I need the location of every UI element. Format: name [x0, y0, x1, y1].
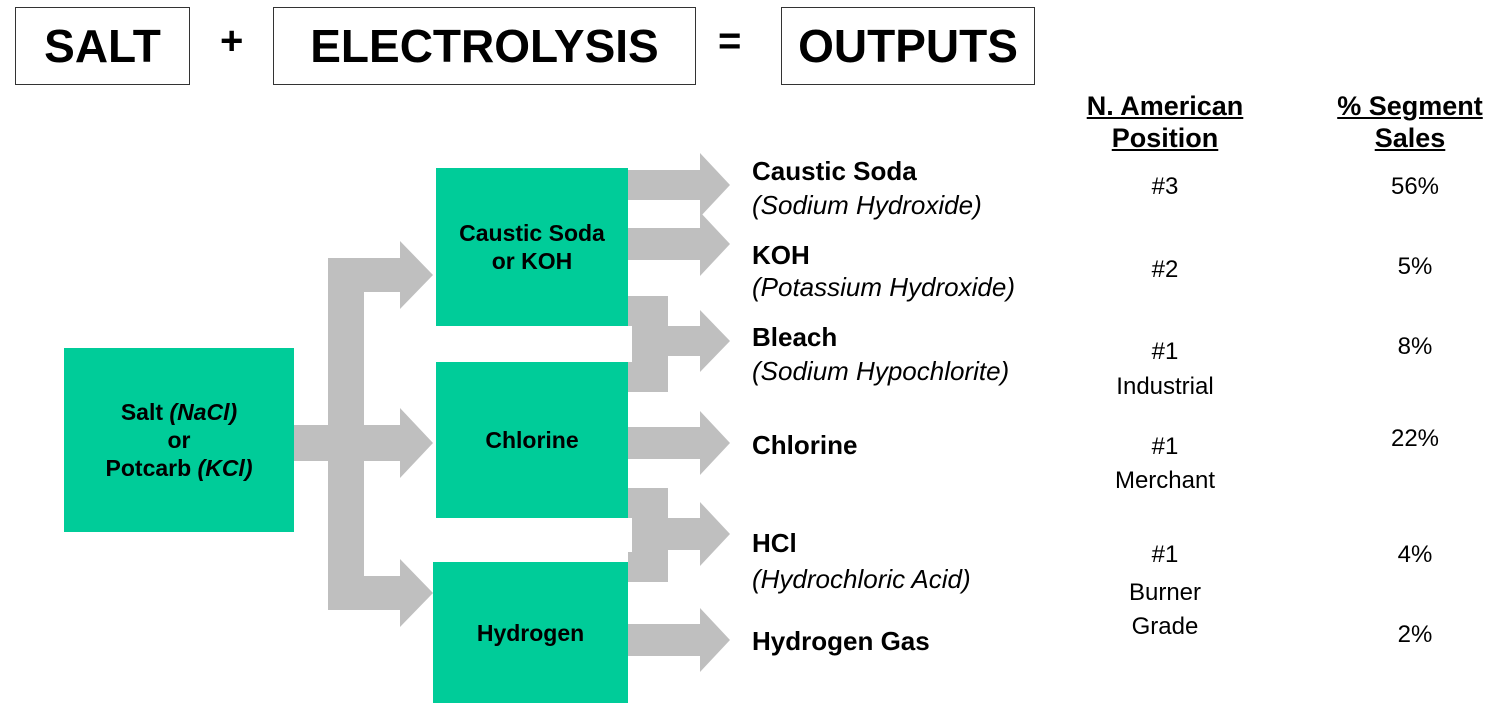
- position-header-line1: N. American: [1086, 91, 1244, 121]
- arrow-salt-trunk: [290, 425, 332, 461]
- segment-column-header: % Segment Sales: [1310, 90, 1510, 154]
- output-name-bleach: Bleach: [752, 322, 838, 352]
- position-column-header: N. American Position: [1065, 90, 1265, 154]
- caustic-box-line2: or KOH: [491, 248, 573, 274]
- equals-sign: =: [718, 19, 742, 63]
- output-name-caustic-soda: Caustic Soda: [752, 156, 917, 186]
- nacl-formula: (NaCl): [169, 399, 238, 425]
- arrow-to-hydrogen: [328, 559, 433, 627]
- segment-hcl: 4%: [1397, 541, 1433, 568]
- salt-header-text: SALT: [44, 20, 161, 72]
- outputs-header-box: OUTPUTS: [781, 7, 1035, 85]
- output-sub-bleach: (Sodium Hypochlorite): [752, 356, 1010, 386]
- arrow-to-caustic: [328, 241, 433, 309]
- plus-sign: +: [220, 19, 244, 63]
- arrow-caustic-to-koh: [628, 212, 730, 276]
- position-bleach-note: Industrial: [1116, 373, 1214, 400]
- electrolysis-header-box: ELECTROLYSIS: [273, 7, 696, 85]
- output-sub-hcl: (Hydrochloric Acid): [752, 564, 971, 594]
- chlorine-box-label: Chlorine: [485, 427, 579, 453]
- salt-input-or: or: [167, 427, 191, 453]
- segment-koh: 5%: [1397, 253, 1433, 280]
- position-bleach-rank: #1: [1151, 338, 1179, 365]
- position-hcl-note1: Burner: [1128, 579, 1202, 606]
- arrow-branch-vertical: [328, 270, 364, 610]
- position-hcl-note2: Grade: [1131, 613, 1199, 640]
- salt-input-line1: Salt (NaCl): [106, 398, 253, 426]
- salt-input-line3: Potcarb (KCl): [106, 454, 253, 482]
- outputs-header-text: OUTPUTS: [798, 20, 1018, 72]
- output-sub-caustic-soda: (Sodium Hydroxide): [752, 190, 982, 220]
- position-hcl-rank: #1: [1151, 541, 1179, 568]
- chlorine-box: Chlorine: [436, 362, 628, 518]
- output-name-hydrogen-gas: Hydrogen Gas: [752, 626, 930, 656]
- position-chlorine-rank: #1: [1151, 433, 1179, 460]
- arrow-hcl-elbow-bottom: [628, 552, 668, 582]
- segment-chlorine: 22%: [1390, 425, 1440, 452]
- hydrogen-box-label: Hydrogen: [476, 619, 585, 646]
- position-chlorine-note: Merchant: [1114, 467, 1216, 494]
- kcl-formula: (KCl): [197, 455, 253, 481]
- potcarb-label: Potcarb: [105, 455, 192, 481]
- arrow-bleach-elbow-bottom: [628, 362, 668, 392]
- segment-bleach: 8%: [1397, 333, 1433, 360]
- arrow-to-chlorine: [364, 408, 433, 478]
- arrow-to-hcl: [668, 502, 730, 566]
- position-caustic-soda: #3: [1151, 173, 1179, 200]
- output-name-hcl: HCl: [752, 528, 797, 558]
- position-header-line2: Position: [1111, 123, 1219, 153]
- output-name-chlorine: Chlorine: [752, 430, 858, 460]
- segment-hydrogen-gas: 2%: [1397, 621, 1433, 648]
- arrow-chlorine-to-chlorine: [628, 411, 730, 475]
- position-koh: #2: [1151, 256, 1179, 283]
- hydrogen-box: Hydrogen: [433, 562, 628, 703]
- segment-header-line2: Sales: [1374, 123, 1446, 153]
- arrow-to-bleach: [668, 310, 730, 372]
- output-name-koh: KOH: [752, 240, 810, 270]
- arrow-caustic-to-naoh: [628, 153, 730, 217]
- output-sub-koh: (Potassium Hydroxide): [752, 272, 1015, 302]
- caustic-koh-box: Caustic Soda or KOH: [436, 168, 628, 326]
- salt-input-box: Salt (NaCl) or Potcarb (KCl): [64, 348, 294, 532]
- segment-header-line1: % Segment: [1337, 91, 1483, 121]
- salt-label: Salt: [120, 399, 164, 425]
- caustic-box-line1: Caustic Soda: [459, 220, 605, 246]
- salt-header-box: SALT: [15, 7, 190, 85]
- arrow-hydrogen-to-gas: [628, 608, 730, 672]
- segment-caustic-soda: 56%: [1390, 173, 1440, 200]
- electrolysis-header-text: ELECTROLYSIS: [310, 20, 659, 72]
